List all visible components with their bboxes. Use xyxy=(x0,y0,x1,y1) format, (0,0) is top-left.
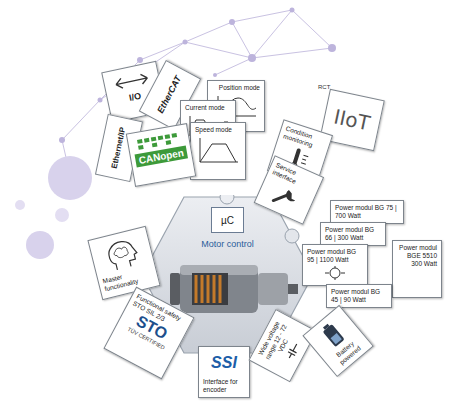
node-text: Current mode xyxy=(185,104,231,112)
node-text: Interface for encoder xyxy=(203,378,245,394)
speed-graph xyxy=(196,136,240,164)
node-text: Master functionality xyxy=(102,266,154,293)
battery-card: Battery powered xyxy=(302,305,373,377)
node-text: Power modul BG 66 | 300 Watt xyxy=(325,226,381,242)
power-module-card: Power modul BG 45 | 90 Watt xyxy=(326,284,392,308)
node-text: Speed mode xyxy=(195,126,241,134)
node-text: SSI xyxy=(203,354,245,372)
mode-card: Speed mode xyxy=(190,122,246,180)
node-text: Motor control xyxy=(140,239,315,250)
node-text: IIoT xyxy=(327,103,377,136)
power-module-card: Power modul BG 95 | 1100 Watt xyxy=(302,244,368,286)
power-module-card: Power modul BGE 5510 300 Watt xyxy=(392,240,442,298)
node-text: Ethernet/IP xyxy=(109,122,129,175)
node-text: Power modul BG 95 | 1100 Watt xyxy=(307,248,363,264)
small-label: RCT xyxy=(318,84,330,91)
node-text: Power modul BGE 5510 300 Watt xyxy=(397,244,437,267)
node-text: Power modul BG 75 | 700 Watt xyxy=(335,204,399,220)
node-text: Position mode xyxy=(212,84,260,92)
canopen-card: CANopen xyxy=(126,123,196,187)
power-module-card: Power modul BG 66 | 300 Watt xyxy=(320,222,386,246)
brain-head-icon xyxy=(99,234,146,275)
node-text: µC xyxy=(216,215,239,226)
power-module-card: Power modul BG 75 | 700 Watt xyxy=(330,200,404,224)
encoder-card: SSI Interface for encoder xyxy=(198,346,250,398)
arrows-icon xyxy=(324,266,346,280)
microcontroller-box: µC xyxy=(211,207,244,233)
wrench-icon xyxy=(267,180,304,214)
io-arrows xyxy=(108,68,155,95)
node-text: Power modul BG 45 | 90 Watt xyxy=(331,288,387,304)
